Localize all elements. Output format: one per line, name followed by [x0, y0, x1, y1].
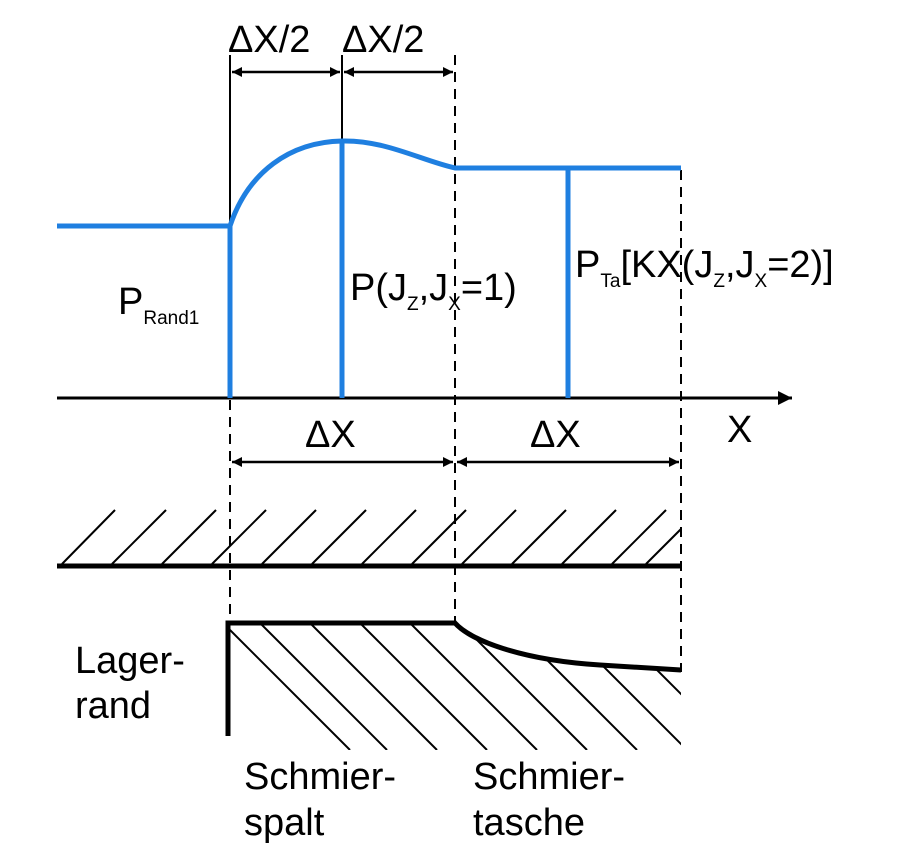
- dim-label-half-left: ΔX/2: [228, 19, 310, 61]
- lower-hatching: [230, 623, 681, 750]
- pressure-profile: [57, 138, 681, 229]
- label-schmiertasche-2: tasche: [473, 802, 585, 844]
- dim-label-half-right: ΔX/2: [342, 19, 424, 61]
- lower-surface-edge: [225, 620, 682, 736]
- dim-label-full-right: ΔX: [530, 414, 581, 456]
- dimension-ticks: [229, 55, 343, 225]
- upper-surface: [57, 509, 682, 569]
- label-schmiertasche-1: Schmier-: [473, 756, 625, 798]
- pressure-curve: [57, 138, 681, 398]
- x-axis-label: X: [727, 409, 752, 451]
- label-schmierspalt-2: spalt: [244, 802, 325, 844]
- lower-surface: [225, 620, 682, 750]
- guide-lines: [229, 55, 682, 672]
- dimension-arrows: [232, 67, 679, 467]
- dim-label-full-left: ΔX: [305, 414, 356, 456]
- label-schmierspalt-1: Schmier-: [244, 756, 396, 798]
- upper-hatching: [61, 509, 682, 565]
- label-lagerrand-1: Lager-: [75, 640, 185, 682]
- label-lagerrand-2: rand: [75, 685, 151, 727]
- label-p-mid: P(JZ,JX=1): [350, 267, 517, 315]
- label-p-tasche: PTa[KX(JZ,JX=2)]: [575, 244, 834, 292]
- label-p-rand: PRand1: [118, 281, 199, 329]
